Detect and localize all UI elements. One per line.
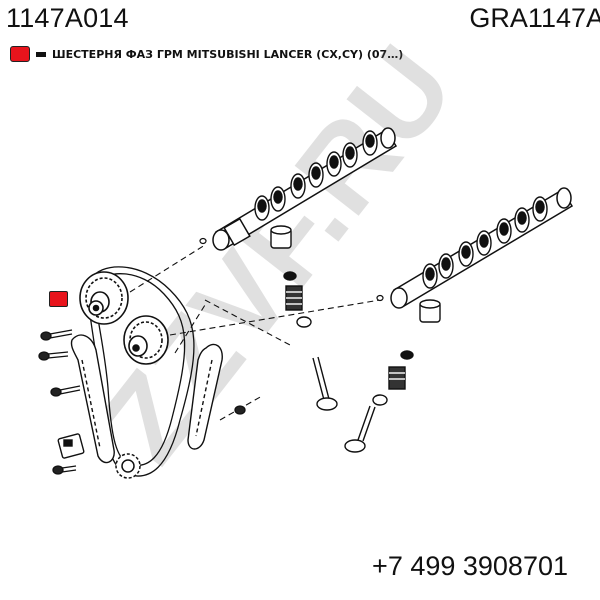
- exhaust-valve-train: [344, 299, 441, 453]
- legend-dash-icon: [36, 51, 46, 57]
- lower-camshaft: [390, 187, 574, 309]
- contact-phone: +7 499 3908701: [372, 551, 568, 581]
- chain-guide-left: [70, 334, 115, 464]
- chain-tensioner: [57, 433, 85, 459]
- legend-marker-icon: [10, 46, 30, 62]
- bolt-1: [40, 329, 73, 341]
- upper-camshaft: [212, 127, 398, 251]
- bolt-2: [38, 351, 69, 361]
- bolt-3: [50, 385, 81, 397]
- intake-valve-train: [270, 225, 338, 411]
- target-part-marker-icon: [49, 291, 68, 307]
- watermark: ZZVF.RU: [76, 22, 479, 486]
- part-number: 1147A014: [6, 3, 129, 33]
- chain-tensioner-arm: [187, 343, 223, 450]
- part-description: ШЕСТЕРНЯ ФАЗ ГРМ MITSUBISHI LANCER (CX,C…: [52, 47, 404, 61]
- exhaust-sprocket: [123, 315, 169, 365]
- catalog-code: GRA1147A: [469, 3, 600, 33]
- bolt-5: [234, 405, 246, 415]
- legend: ШЕСТЕРНЯ ФАЗ ГРМ MITSUBISHI LANCER (CX,C…: [10, 44, 403, 64]
- dowel-pins: [199, 237, 384, 302]
- bolt-4: [52, 465, 77, 475]
- crankshaft-sprocket: [115, 453, 141, 479]
- camshaft-phase-gear: [79, 271, 129, 325]
- bolts: [38, 329, 246, 475]
- watermark-text: ZZVF.RU: [76, 22, 479, 486]
